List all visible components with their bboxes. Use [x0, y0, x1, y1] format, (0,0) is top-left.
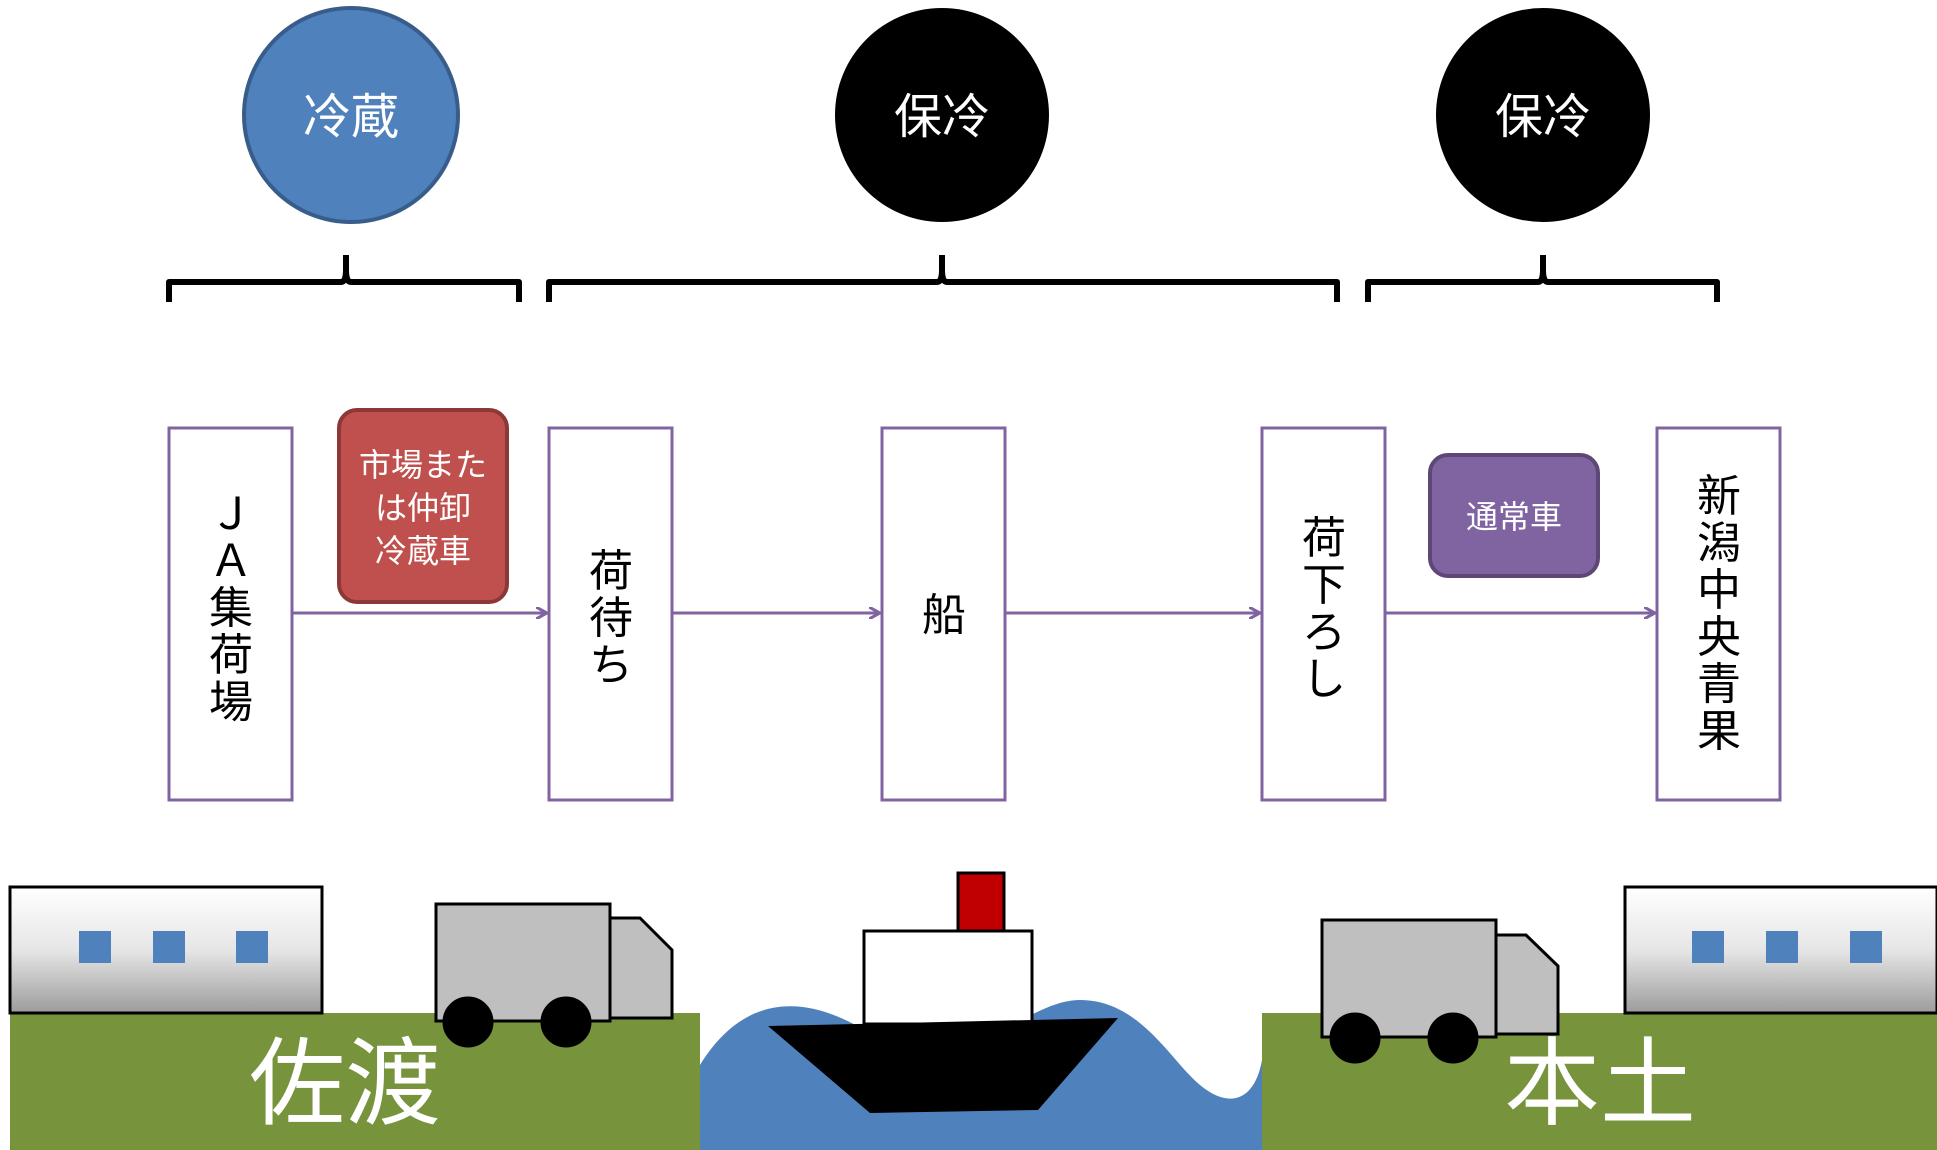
stage-wait-char: 待: [589, 593, 633, 644]
refrigerated-truck-badge-bg: [337, 408, 509, 604]
zone-insulated-land-circle: [1436, 8, 1650, 222]
zone-insulated-sea-brace: [546, 255, 1340, 302]
regular-truck-badge-bg: [1428, 453, 1600, 578]
zone-insulated-land-brace: [1365, 255, 1720, 302]
stage-market-char: 央: [1697, 612, 1741, 663]
stage-unload-char: 荷: [1302, 513, 1346, 564]
zone-insulated-land: 保冷: [1436, 8, 1650, 222]
stage-ja-char: Ａ: [209, 536, 253, 587]
truck-left-cab: [608, 916, 674, 1020]
stage-box-unload: [1260, 426, 1387, 802]
warehouse-left-window: [236, 931, 268, 963]
ship: [768, 871, 1118, 1113]
stage-market-char: 青: [1697, 659, 1741, 710]
stage-market-char: 潟: [1697, 518, 1741, 569]
stage-market-char: 中: [1697, 565, 1741, 616]
zone-chilled-brace: [166, 255, 522, 302]
mainland-label: 本土: [1504, 1028, 1696, 1140]
refrigerated-truck-label-line: 市場また: [359, 446, 487, 484]
truck-right: [1320, 918, 1560, 1064]
stage-unload-char: し: [1302, 654, 1346, 705]
truck-left-wheel: [540, 996, 592, 1048]
warehouse-right: [1623, 885, 1937, 1015]
refrigerated-truck-badge: 市場また は仲卸 冷蔵車: [337, 408, 509, 604]
stage-unload-char: ろ: [1302, 607, 1346, 658]
truck-right-cab: [1494, 933, 1560, 1036]
stage-box-ship: [880, 426, 1007, 802]
warehouse-right-window: [1766, 931, 1798, 963]
truck-right-wheel: [1329, 1012, 1381, 1064]
stage-ship-char: 船: [922, 590, 966, 641]
stage-box-ja: [167, 426, 294, 802]
stage-ja-char: 場: [209, 677, 253, 728]
regular-truck-label: 通常車: [1466, 498, 1562, 536]
ship-cabin: [862, 929, 1034, 1026]
stage-box-market: [1655, 426, 1782, 802]
ship-funnel: [956, 871, 1006, 933]
zone-chilled-circle: [242, 6, 460, 224]
warehouse-right-window: [1850, 931, 1882, 963]
stage-wait-char: 荷: [589, 546, 633, 597]
zone-chilled-label: 冷蔵: [303, 89, 399, 145]
warehouse-left-window: [79, 931, 111, 963]
stage-unload-char: 下: [1302, 560, 1346, 611]
zone-insulated-land-label: 保冷: [1495, 89, 1591, 145]
truck-right-wheel: [1427, 1012, 1479, 1064]
stage-ja-char: 荷: [209, 630, 253, 681]
ship-hull: [768, 1018, 1118, 1113]
stage-market-char: 果: [1697, 706, 1741, 757]
stage-ja-char: Ｊ: [209, 489, 253, 540]
stage-ja-char: 集: [209, 583, 253, 634]
truck-left-wheel: [442, 996, 494, 1048]
zone-insulated-sea-circle: [835, 8, 1049, 222]
stage-market-char: 新: [1697, 471, 1741, 522]
stage-wait-char: ち: [589, 640, 633, 691]
warehouse-left-window: [153, 931, 185, 963]
zone-insulated-sea-label: 保冷: [894, 89, 990, 145]
stage-box-wait: [547, 426, 674, 802]
truck-left: [434, 902, 674, 1048]
refrigerated-truck-label-line: 冷蔵車: [375, 532, 471, 570]
zone-chilled: 冷蔵: [242, 6, 460, 224]
warehouse-right-window: [1692, 931, 1724, 963]
warehouse-left: [8, 885, 324, 1015]
sado-label: 佐渡: [249, 1028, 441, 1140]
regular-truck-badge: 通常車: [1428, 453, 1600, 578]
zone-insulated-sea: 保冷: [835, 8, 1049, 222]
refrigerated-truck-label-line: は仲卸: [375, 489, 471, 527]
